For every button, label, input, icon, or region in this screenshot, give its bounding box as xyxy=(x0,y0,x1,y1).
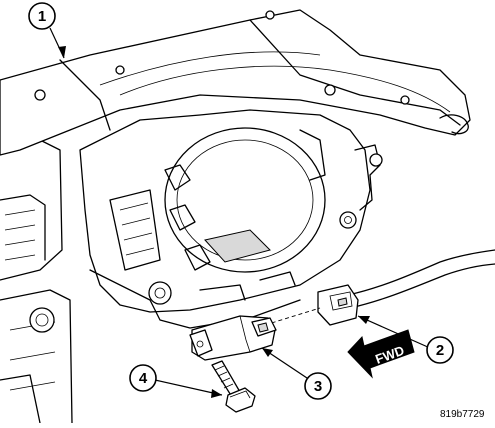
wire-harness xyxy=(317,249,495,326)
headlamp-bracket xyxy=(79,109,383,329)
callout-3: 3 xyxy=(304,372,332,400)
callout-3-label: 3 xyxy=(314,378,322,395)
left-frame-structure xyxy=(0,139,73,424)
callout-2-label: 2 xyxy=(436,342,444,359)
callout-2: 2 xyxy=(426,336,454,364)
callout-1-label: 1 xyxy=(38,8,46,25)
leader-lines xyxy=(49,27,431,398)
mounting-bolt xyxy=(211,360,256,413)
connection-dash-line xyxy=(264,307,321,326)
callout-4-label: 4 xyxy=(139,370,148,387)
callout-1: 1 xyxy=(28,2,56,30)
callout-4: 4 xyxy=(129,364,157,392)
figure-code: 819b7729 xyxy=(440,409,485,420)
impact-sensor xyxy=(189,315,277,361)
